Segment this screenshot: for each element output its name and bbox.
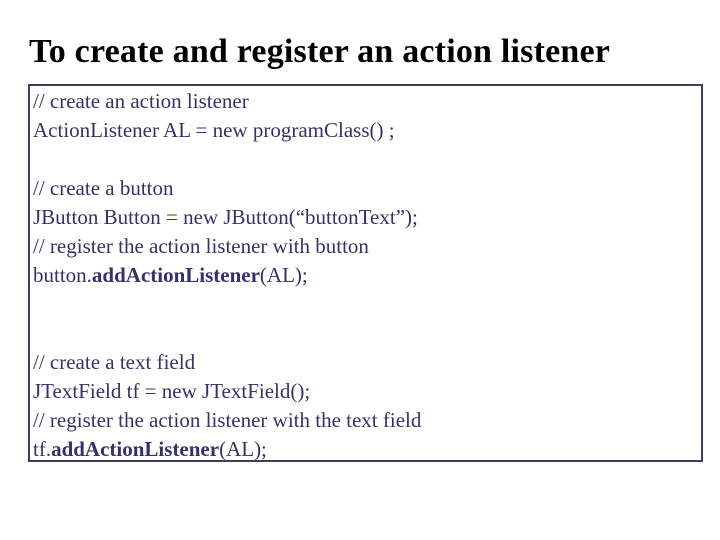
code-line: tf.addActionListener(AL); <box>33 435 701 461</box>
code-line: JButton Button = new JButton(“buttonText… <box>33 203 701 232</box>
code-text: tf. <box>33 437 52 461</box>
code-text-bold: addActionListener <box>91 263 260 287</box>
code-line: // create an action listener <box>33 87 701 116</box>
code-text: // create an action listener <box>33 89 249 113</box>
code-box: // create an action listener ActionListe… <box>28 84 703 462</box>
code-line: // register the action listener with the… <box>33 406 701 435</box>
code-block-create-button: // create a button JButton Button = new … <box>33 174 701 290</box>
code-text: button. <box>33 263 92 287</box>
code-text-bold: addActionListener <box>51 437 220 461</box>
code-text: JTextField tf = new JTextField(); <box>33 379 311 403</box>
code-line: // create a button <box>33 174 701 203</box>
code-text: (AL); <box>219 437 267 461</box>
code-line: // create a text field <box>33 348 701 377</box>
code-text: // register the action listener with the… <box>33 408 422 432</box>
code-text: // create a button <box>33 176 174 200</box>
code-text: JButton Button = new JButton(“buttonText… <box>33 205 418 229</box>
code-line: // register the action listener with but… <box>33 232 701 261</box>
code-block-create-action-listener: // create an action listener ActionListe… <box>33 87 701 145</box>
code-line: button.addActionListener(AL); <box>33 261 701 290</box>
code-line: ActionListener AL = new programClass() ; <box>33 116 701 145</box>
code-block-create-text-field: // create a text field JTextField tf = n… <box>33 348 701 461</box>
code-text: // create a text field <box>33 350 196 374</box>
code-line: JTextField tf = new JTextField(); <box>33 377 701 406</box>
code-text: (AL); <box>259 263 308 287</box>
code-text: ActionListener AL = new programClass() ; <box>33 118 395 142</box>
slide-title: To create and register an action listene… <box>29 33 611 70</box>
code-text: // register the action listener with but… <box>33 234 369 258</box>
